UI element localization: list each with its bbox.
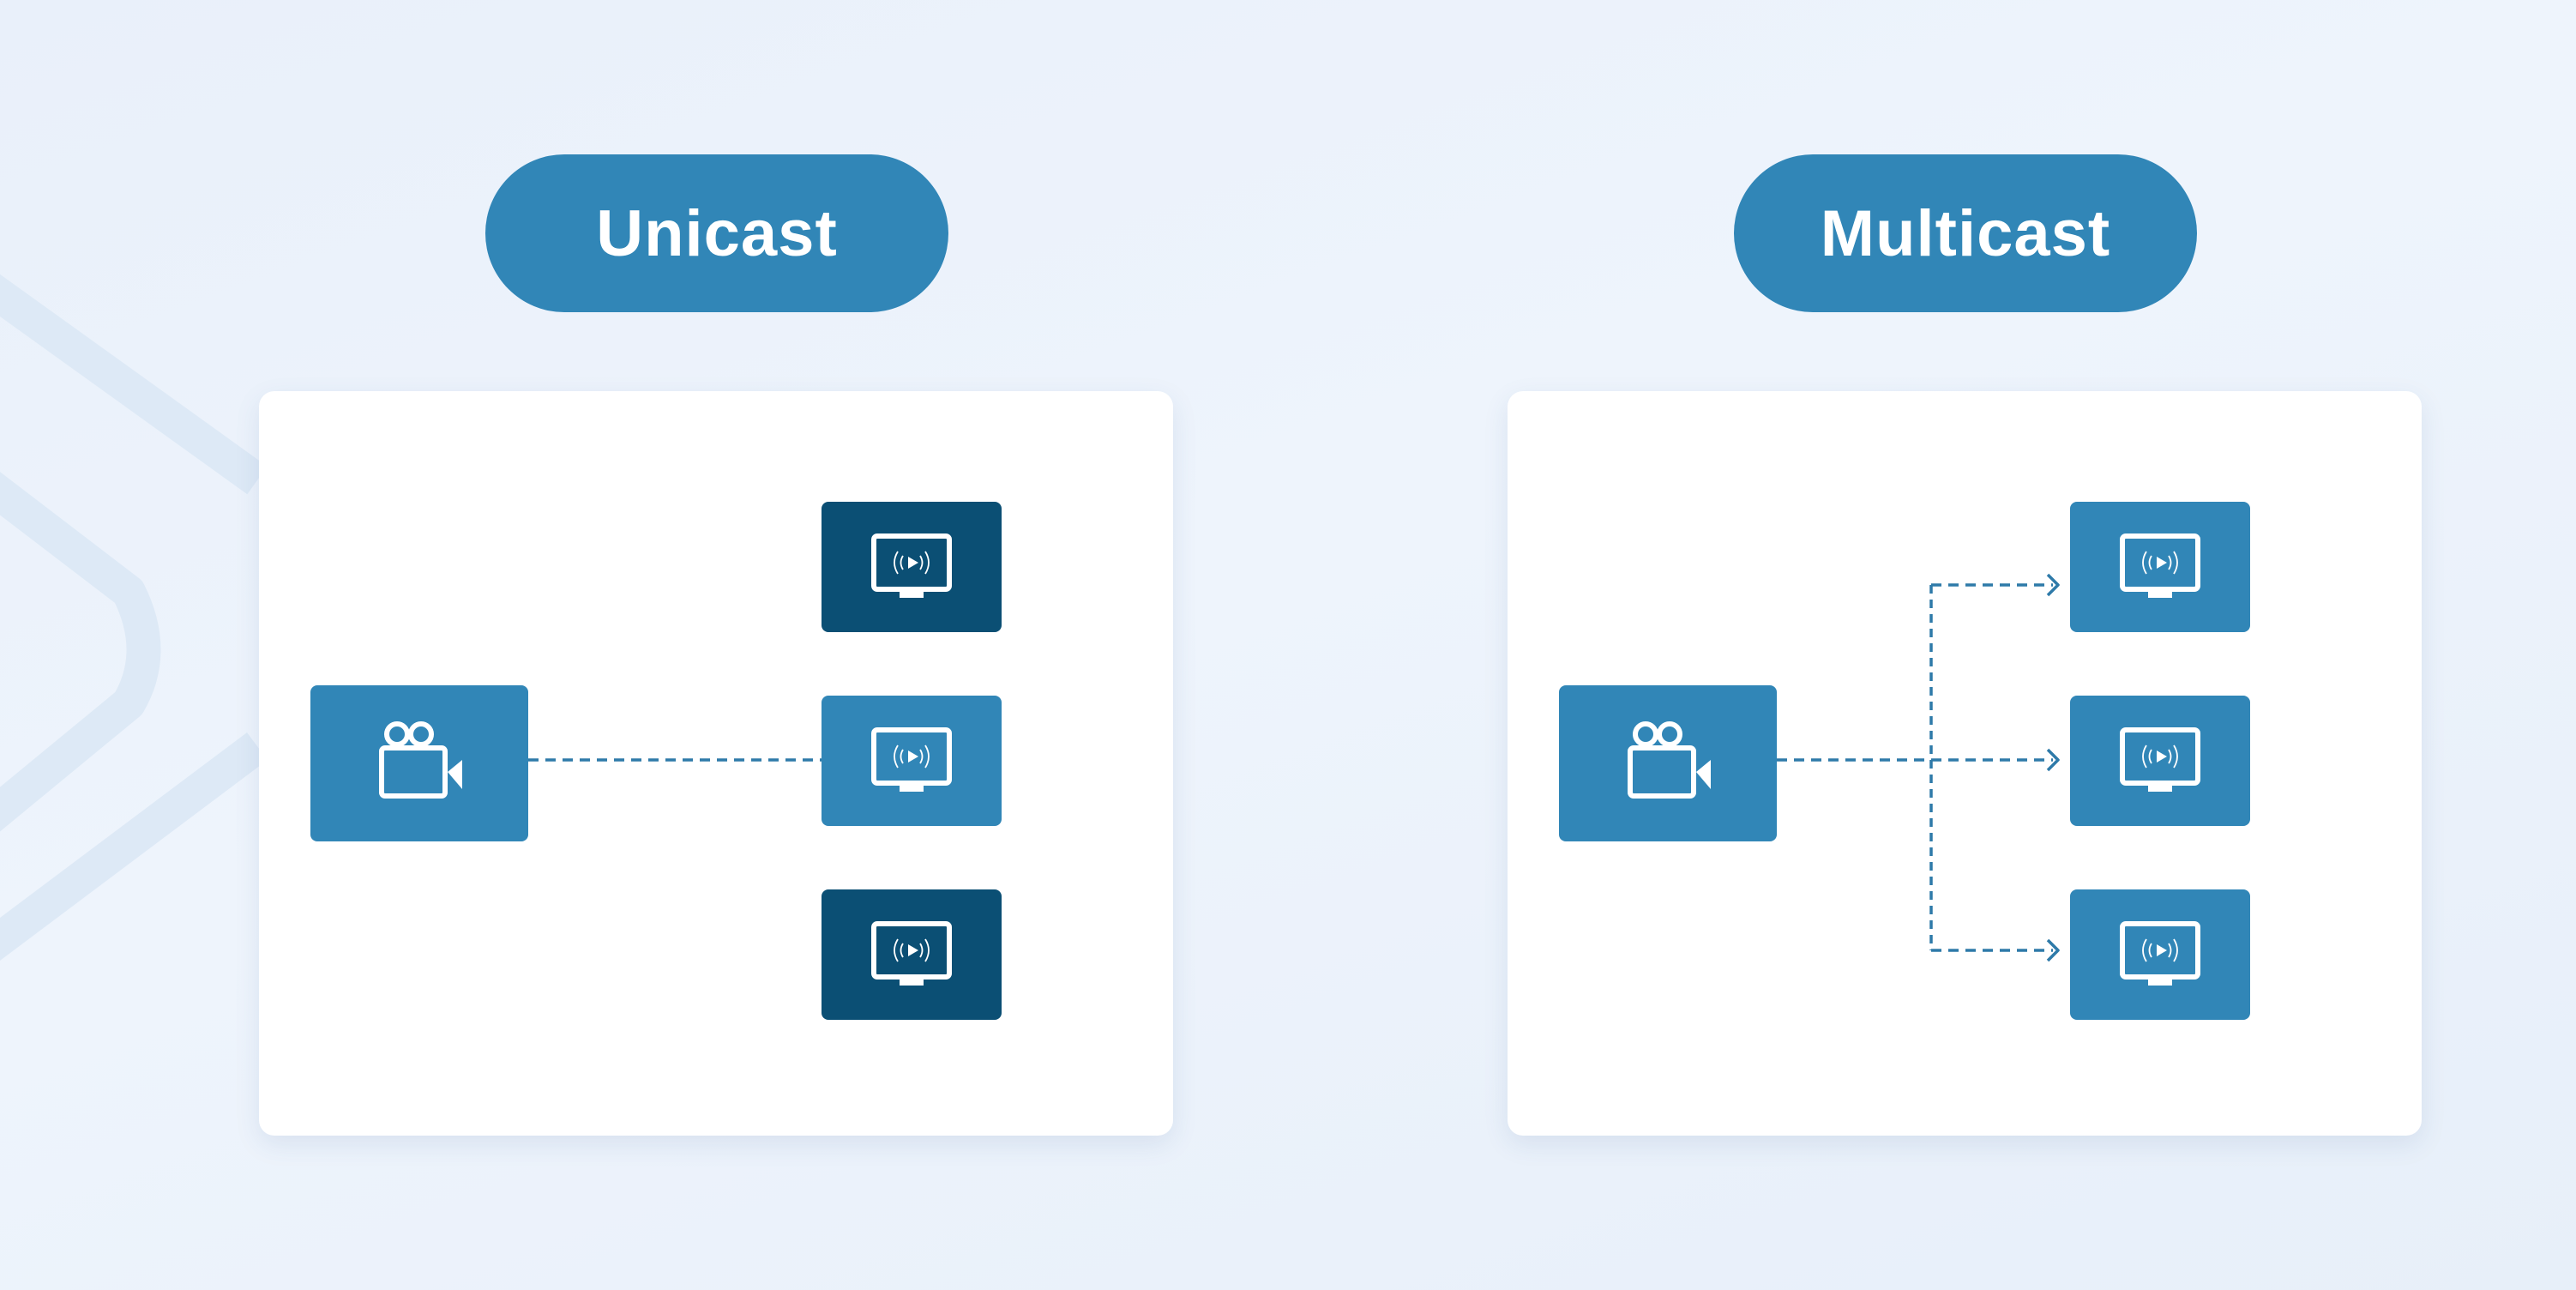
monitor-play-icon <box>2120 921 2200 986</box>
monitor-play-icon <box>2120 727 2200 792</box>
multicast-connections <box>1777 573 2060 962</box>
unicast-receiver-1 <box>822 502 1002 632</box>
unicast-receiver-3 <box>822 889 1002 1020</box>
monitor-play-icon <box>871 727 952 792</box>
monitor-play-icon <box>871 921 952 986</box>
multicast-receiver-3 <box>2070 889 2250 1020</box>
unicast-source-node <box>310 685 528 841</box>
multicast-source-node <box>1559 685 1777 841</box>
multicast-title: Multicast <box>1820 196 2111 270</box>
multicast-receiver-1 <box>2070 502 2250 632</box>
multicast-receiver-2 <box>2070 696 2250 826</box>
unicast-connection <box>528 758 822 762</box>
monitor-play-icon <box>2120 533 2200 598</box>
unicast-title: Unicast <box>596 196 838 270</box>
unicast-diagram-panel <box>259 391 1173 1136</box>
unicast-title-pill: Unicast <box>485 154 948 312</box>
monitor-play-icon <box>871 533 952 598</box>
video-camera-icon <box>379 721 462 799</box>
multicast-title-pill: Multicast <box>1734 154 2197 312</box>
unicast-receiver-2 <box>822 696 1002 826</box>
multicast-diagram-panel <box>1508 391 2422 1136</box>
video-camera-icon <box>1628 721 1711 799</box>
